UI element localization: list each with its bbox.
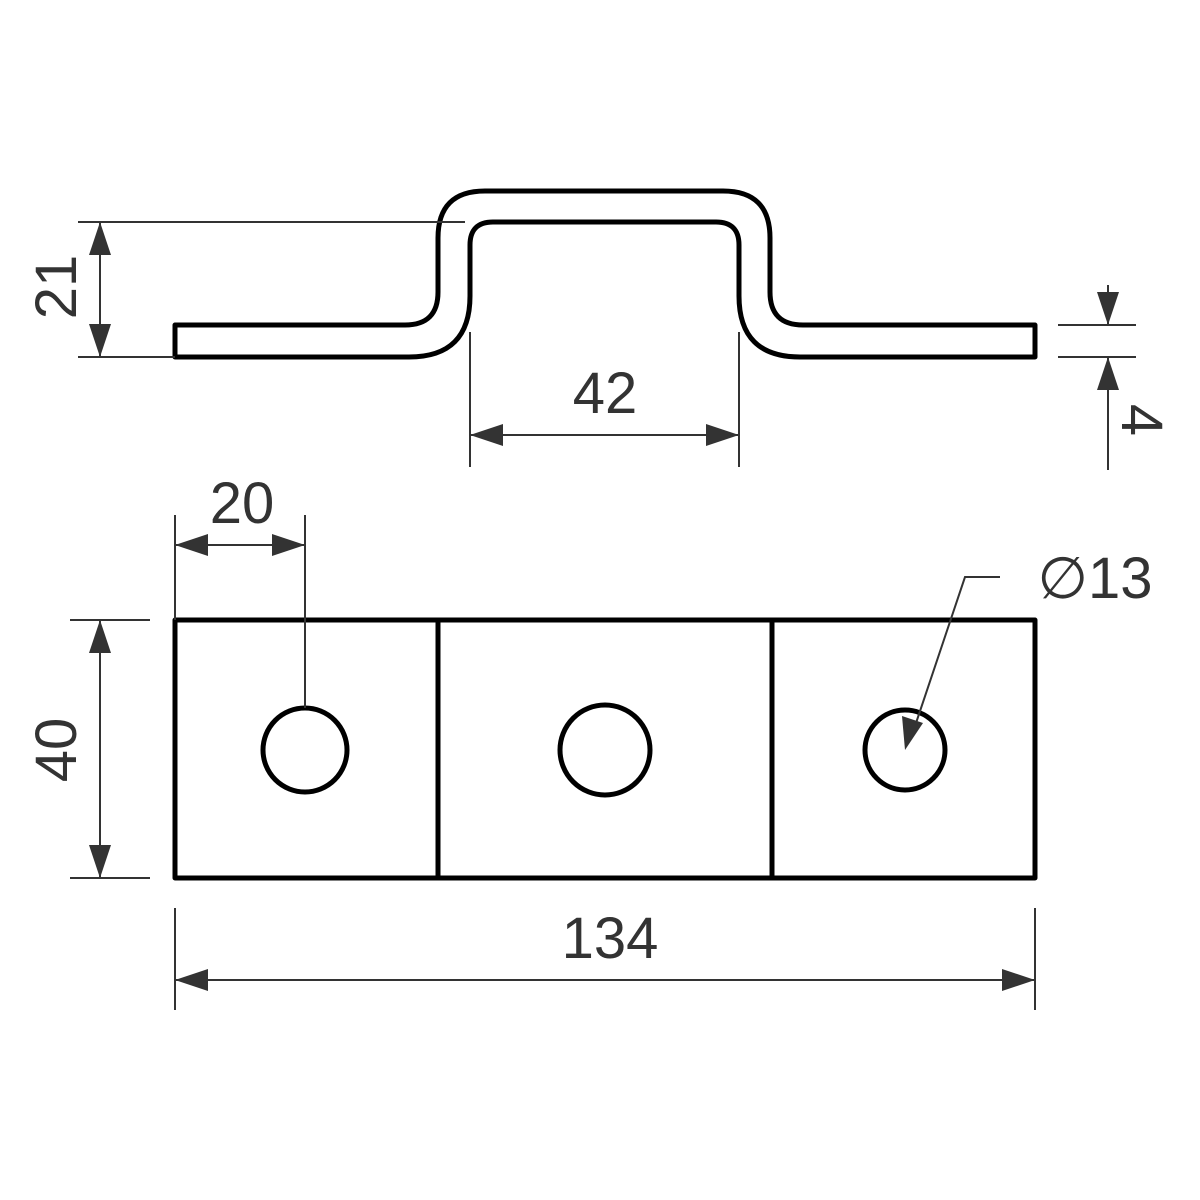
dim-label-20: 20 — [210, 471, 275, 536]
dimension-42: 42 — [469, 332, 740, 467]
dim-label-diameter-13: ∅13 — [1037, 546, 1152, 611]
dim-label-42: 42 — [573, 361, 638, 426]
dimension-21: 21 — [24, 221, 465, 358]
hole-right — [862, 707, 948, 793]
top-view — [172, 617, 1038, 881]
side-profile — [172, 188, 1038, 360]
dim-label-134: 134 — [562, 906, 659, 971]
dim-label-40: 40 — [24, 718, 89, 783]
dimension-134: 134 — [174, 906, 1036, 1010]
hole-center — [557, 702, 653, 798]
dimension-40: 40 — [24, 619, 150, 879]
dim-label-4: 4 — [1109, 404, 1174, 436]
hole-left — [260, 705, 350, 795]
dim-label-21: 21 — [24, 255, 89, 320]
dimension-diameter-13: ∅13 — [902, 546, 1153, 750]
dimension-4: 4 — [1058, 285, 1174, 470]
dimension-20: 20 — [174, 471, 306, 708]
